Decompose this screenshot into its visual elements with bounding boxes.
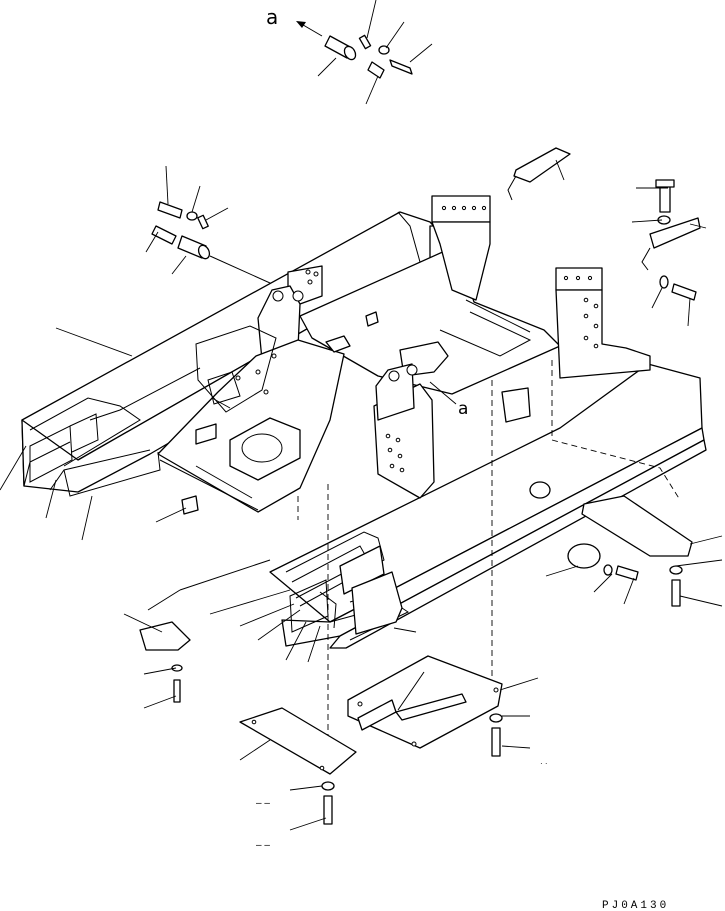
leader-line: [631, 219, 663, 223]
bolt: [615, 565, 639, 581]
leader-line: [165, 165, 169, 205]
bracket: [195, 423, 217, 445]
clip: [365, 311, 379, 327]
left-pin-hardware: [145, 165, 291, 293]
leader-line: [689, 223, 707, 229]
bolt: [671, 283, 697, 301]
grease-fitting: [151, 225, 177, 245]
lower-covers: [139, 495, 693, 825]
bolt: [173, 679, 181, 703]
leader-line: [191, 185, 201, 213]
plug: [181, 495, 199, 515]
washer: [489, 713, 503, 723]
leader-lines: [0, 159, 723, 831]
bolt: [157, 201, 183, 219]
upper-mount-right: [373, 341, 449, 499]
leader-line: [651, 287, 663, 309]
leader-line: [365, 75, 379, 105]
bolt-head: [655, 179, 675, 188]
side-plate: [339, 545, 385, 595]
right-side-frame-top: [269, 363, 703, 623]
cover-plate-center: [347, 655, 503, 749]
upper-mount-left: [257, 265, 323, 361]
cover-plate-right: [581, 495, 693, 557]
washer: [186, 211, 198, 221]
front-block: [351, 571, 403, 635]
leader-line: [366, 0, 377, 39]
right-side-frame-edge: [329, 439, 707, 649]
washer: [321, 781, 335, 791]
leader-line: [385, 21, 405, 49]
grease-fitting: [367, 61, 385, 79]
leader-line: [409, 43, 433, 63]
washer: [603, 564, 613, 576]
washer: [659, 275, 669, 289]
leader-line: [205, 207, 229, 221]
cover-cap: [529, 481, 551, 499]
shim: [358, 34, 372, 50]
dash-mark: – –: [256, 798, 270, 809]
bolt: [389, 59, 413, 75]
washer: [171, 664, 183, 672]
arrow-callout-a: a: [266, 5, 278, 29]
bolt: [491, 727, 501, 757]
hidden-lines: [297, 360, 681, 760]
pin: [177, 235, 211, 260]
washer: [378, 45, 390, 55]
cover-plate-bottom: [239, 707, 357, 775]
bolt: [671, 579, 681, 607]
leader-line: [171, 255, 187, 275]
dash-mark: – –: [256, 840, 270, 851]
hinge-arm: [395, 693, 467, 721]
detail-a-hardware: a: [266, 0, 433, 105]
leader-line: [145, 231, 159, 253]
drawing-code: PJ0A130: [602, 900, 669, 911]
pin: [324, 35, 357, 61]
right-bracket-hardware: [631, 179, 707, 327]
leader-line: [317, 57, 337, 77]
bolt: [323, 795, 333, 825]
cover-plate-left: [139, 621, 191, 651]
mount-callout-a: a: [458, 399, 468, 419]
latch: [357, 699, 397, 731]
right-rear-post-top: [431, 195, 491, 223]
washer: [669, 565, 683, 575]
track-frame: [21, 147, 707, 649]
guide-bracket: [501, 387, 531, 423]
direction-arrow: [296, 21, 306, 28]
hose-bracket: [513, 147, 571, 183]
dot-mark: · ·: [540, 759, 548, 768]
clip: [325, 335, 351, 353]
center-frame-body: [157, 339, 345, 513]
leader-line: [687, 297, 691, 327]
shim: [197, 214, 209, 230]
round-cover: [567, 543, 601, 569]
right-front-post: [555, 289, 651, 379]
right-rear-post: [431, 221, 491, 301]
plate-bracket: [649, 217, 701, 249]
